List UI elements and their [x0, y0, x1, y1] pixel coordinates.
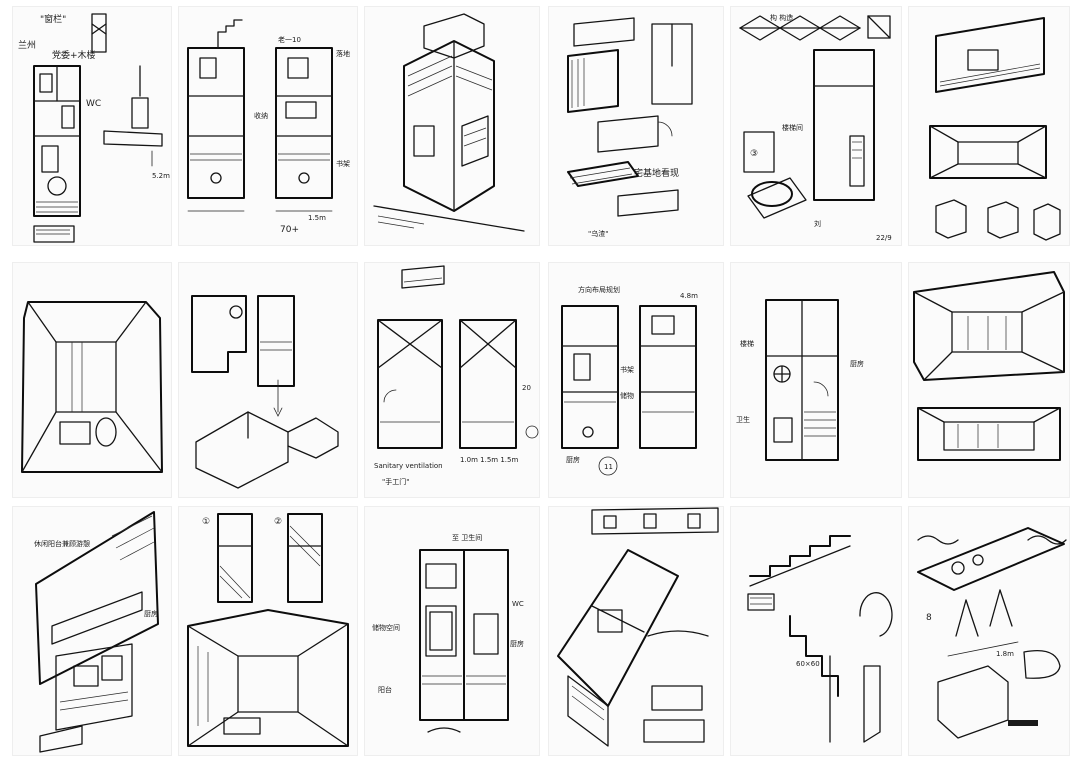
annotation: 厨房 — [566, 455, 580, 464]
sketch-panel-plan-with-stair: 楼梯 厨房 卫生 — [730, 262, 902, 498]
sketch-panel-labeled-plans: 方向布局规划 4.8m 书架 储物 厨房 11 — [548, 262, 724, 498]
sketch-panel-wide-perspectives — [908, 262, 1070, 498]
sketch-panel-isometric-cutaway — [548, 506, 724, 756]
sketch-panel-towers-and-interior: ① ② — [178, 506, 358, 756]
annotation: 11 — [604, 463, 613, 471]
sketch-panel-counter-sketch: 8 1.8m — [908, 506, 1070, 756]
annotation: 方向布局规划 — [578, 285, 620, 294]
annotation: 1.0m 1.5m 1.5m — [460, 456, 518, 464]
annotation: 储物 — [620, 391, 634, 400]
annotation: 厨房 — [850, 359, 864, 368]
annotation: 老一10 — [278, 35, 301, 44]
annotation: 1.8m — [996, 650, 1014, 658]
annotation: 储物空间 — [372, 623, 400, 632]
sketch-panel-two-floor-plans: 老一10 落地 收纳 书架 70+ 1.5m — [178, 6, 358, 246]
annotation: 楼梯间 — [782, 123, 803, 132]
annotation: ③ — [750, 149, 758, 159]
sketch-panel-volume-studies: 宅基地看现 "乌渣" — [548, 6, 724, 246]
annotation: 60×60 — [796, 660, 820, 668]
sketch-panel-plan-with-wc: 至 卫生间 WC 储物空间 厨房 阳台 — [364, 506, 540, 756]
annotation: "窗栏" — [40, 13, 66, 25]
sketch-panel-plans-with-legend: 20 Sanitary ventilation "手工门" 1.0m 1.5m … — [364, 262, 540, 498]
annotation: 厨房 — [510, 639, 524, 648]
sketch-panel-plan-and-massing — [178, 262, 358, 498]
sketch-panel-floor-plan-long: "窗栏" 兰州 党委+木楼 WC 5.2m — [12, 6, 172, 246]
sketch-panel-stair-section: 60×60 — [730, 506, 902, 756]
annotation: "手工门" — [382, 477, 409, 486]
sketch-panel-interior-perspective — [12, 262, 172, 498]
annotation: 书架 — [336, 159, 350, 168]
annotation: 4.8m — [680, 292, 698, 300]
annotation: 卫生 — [736, 415, 750, 424]
annotation: 22/9 — [876, 234, 892, 242]
annotation: 构 构造 — [770, 13, 793, 22]
annotation: 厨房 — [144, 609, 158, 618]
annotation: WC — [86, 99, 101, 109]
annotation: 至 卫生间 — [452, 533, 482, 542]
annotation: 5.2m — [152, 172, 170, 180]
annotation: 70+ — [280, 225, 299, 235]
annotation: 楼梯 — [740, 339, 754, 348]
sketch-panel-isometric-tower — [364, 6, 540, 246]
annotation: 书架 — [620, 365, 634, 374]
annotation: WC — [512, 600, 524, 608]
annotation: 刘 — [814, 219, 821, 228]
annotation: 20 — [522, 384, 531, 392]
annotation: ② — [274, 517, 282, 527]
annotation: 落地 — [336, 49, 350, 58]
annotation: 宅基地看现 — [634, 167, 679, 179]
sketch-panel-section-perspectives — [908, 6, 1070, 246]
annotation: 阳台 — [378, 685, 392, 694]
annotation: 1.5m — [308, 214, 326, 222]
sketch-panel-truss-plan: 构 构造 ③ 楼梯间 22/9 刘 — [730, 6, 902, 246]
annotation: 兰州 — [18, 39, 36, 51]
annotation: ① — [202, 517, 210, 527]
annotation: 党委+木楼 — [52, 49, 96, 61]
annotation: "乌渣" — [588, 229, 608, 238]
sketch-panel-balcony-perspective: 休闲阳台兼顾游憩 厨房 — [12, 506, 172, 756]
annotation: 休闲阳台兼顾游憩 — [34, 539, 90, 548]
annotation: 收纳 — [254, 111, 268, 120]
annotation: Sanitary ventilation — [374, 462, 443, 470]
annotation: 8 — [926, 613, 932, 623]
